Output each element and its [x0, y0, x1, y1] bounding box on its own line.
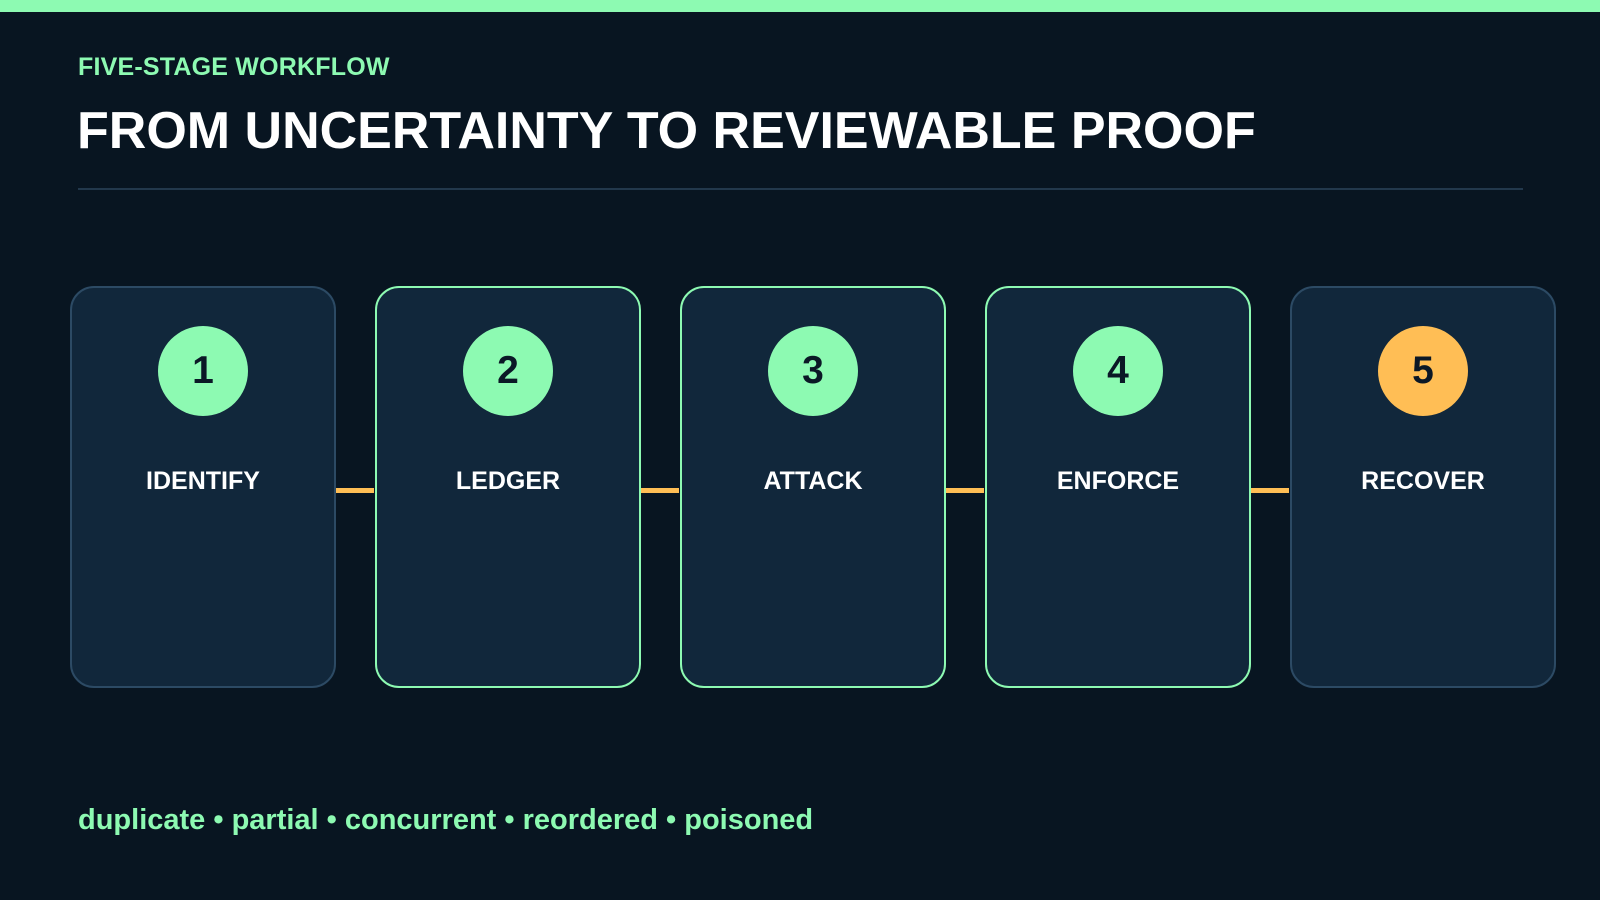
stage-connector	[1251, 488, 1289, 493]
stage-number-badge: 5	[1378, 326, 1468, 416]
stage-card-attack: 3 ATTACK	[680, 286, 946, 688]
stage-connector	[641, 488, 679, 493]
stage-label: ENFORCE	[1056, 467, 1180, 495]
stage-connector	[336, 488, 374, 493]
stage-card-ledger: 2 LEDGER	[375, 286, 641, 688]
stage-number-badge: 4	[1073, 326, 1163, 416]
stage-card-recover: 5 RECOVER	[1290, 286, 1556, 688]
stage-label: IDENTIFY	[146, 467, 260, 495]
stage-card-identify: 1 IDENTIFY	[70, 286, 336, 688]
page-title: FROM UNCERTAINTY TO REVIEWABLE PROOF	[77, 102, 1256, 160]
stage-card-enforce: 4 ENFORCE	[985, 286, 1251, 688]
section-eyebrow: FIVE-STAGE WORKFLOW	[78, 53, 390, 81]
stage-number-badge: 2	[463, 326, 553, 416]
failure-modes-tagline: duplicate • partial • concurrent • reord…	[78, 804, 814, 836]
title-divider	[78, 188, 1523, 190]
stage-label: ATTACK	[763, 467, 863, 495]
stage-label: LEDGER	[455, 467, 561, 495]
stage-number-badge: 3	[768, 326, 858, 416]
top-accent-bar	[0, 0, 1600, 12]
stage-connector	[946, 488, 984, 493]
stage-label: RECOVER	[1361, 467, 1485, 495]
stage-number-badge: 1	[158, 326, 248, 416]
